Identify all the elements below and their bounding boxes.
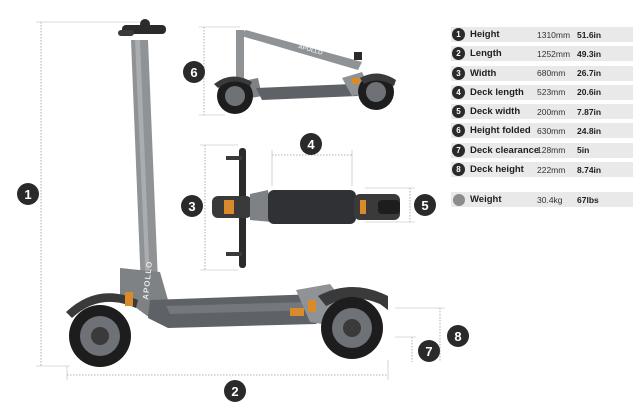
weight-icon bbox=[453, 193, 465, 206]
badge-deck-length: 4 bbox=[300, 133, 322, 155]
spec-number: 3 bbox=[452, 66, 465, 80]
spec-number: 8 bbox=[452, 163, 465, 177]
spec-row-deck-width: 5 Deck width 200mm 7.87in bbox=[451, 104, 633, 120]
spec-in: 5in bbox=[577, 145, 590, 156]
spec-name: Width bbox=[470, 67, 497, 79]
spec-name: Weight bbox=[470, 194, 502, 206]
spec-mm: 523mm bbox=[537, 87, 566, 98]
spec-in: 26.7in bbox=[577, 68, 602, 79]
spec-in: 8.74in bbox=[577, 164, 602, 175]
spec-mm: 128mm bbox=[537, 145, 566, 156]
spec-row-deck-length: 4 Deck length 523mm 20.6in bbox=[451, 84, 633, 100]
spec-name: Deck clearance bbox=[470, 144, 540, 156]
spec-name: Deck height bbox=[470, 164, 524, 176]
badge-deck-clearance: 7 bbox=[418, 340, 440, 362]
spec-row-height: 1 Height 1310mm 51.6in bbox=[451, 27, 633, 42]
scooter-top-view bbox=[212, 148, 400, 268]
spec-row-height-folded: 6 Height folded 630mm 24.8in bbox=[451, 123, 633, 139]
badge-deck-width: 5 bbox=[414, 194, 436, 216]
spec-mm: 222mm bbox=[537, 164, 566, 175]
spec-name: Height folded bbox=[470, 125, 531, 137]
spec-mm: 680mm bbox=[537, 68, 566, 79]
spec-number: 2 bbox=[452, 47, 465, 61]
spec-number: 5 bbox=[452, 105, 465, 119]
scooter-side-view bbox=[66, 19, 388, 367]
badge-length: 2 bbox=[224, 380, 246, 402]
spec-row-length: 2 Length 1252mm 49.3in bbox=[451, 46, 633, 62]
spec-number: 1 bbox=[452, 28, 465, 41]
spec-name: Deck width bbox=[470, 106, 521, 118]
spec-in: 24.8in bbox=[577, 125, 602, 136]
badge-height: 1 bbox=[17, 183, 39, 205]
spec-in: 51.6in bbox=[577, 29, 602, 40]
spec-number: 6 bbox=[452, 124, 465, 138]
scooter-folded-view: APOLLO bbox=[214, 30, 396, 114]
spec-mm: 1252mm bbox=[537, 48, 571, 59]
spec-lbs: 67lbs bbox=[577, 194, 599, 205]
dimension-lines bbox=[40, 22, 441, 376]
spec-row-deck-clearance: 7 Deck clearance 128mm 5in bbox=[451, 142, 633, 158]
spec-in: 49.3in bbox=[577, 48, 602, 59]
spec-kg: 30.4kg bbox=[537, 194, 563, 205]
badge-deck-height: 8 bbox=[447, 325, 469, 347]
badge-width: 3 bbox=[181, 195, 203, 217]
spec-number: 7 bbox=[452, 143, 465, 157]
brand-logo: APOLLO bbox=[141, 260, 154, 300]
spec-in: 7.87in bbox=[577, 106, 602, 117]
spec-row-weight: Weight 30.4kg 67lbs bbox=[451, 192, 633, 208]
spec-name: Height bbox=[470, 29, 500, 40]
spec-mm: 630mm bbox=[537, 125, 566, 136]
spec-name: Length bbox=[470, 48, 502, 60]
spec-table: 1 Height 1310mm 51.6in 2 Length 1252mm 4… bbox=[451, 27, 633, 211]
spec-row-deck-height: 8 Deck height 222mm 8.74in bbox=[451, 162, 633, 178]
spec-in: 20.6in bbox=[577, 87, 602, 98]
spec-name: Deck length bbox=[470, 86, 524, 98]
spec-mm: 200mm bbox=[537, 106, 566, 117]
spec-number: 4 bbox=[452, 85, 465, 99]
badge-height-folded: 6 bbox=[183, 61, 205, 83]
spec-row-width: 3 Width 680mm 26.7in bbox=[451, 65, 633, 81]
spec-mm: 1310mm bbox=[537, 29, 571, 40]
